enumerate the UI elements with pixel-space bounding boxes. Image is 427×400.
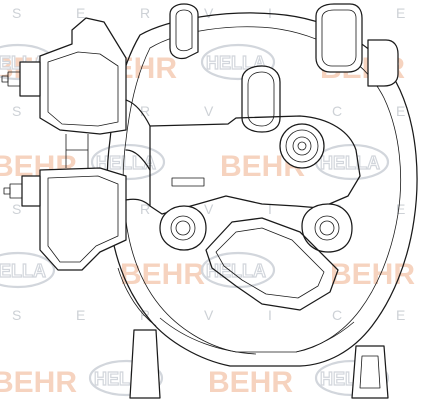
lower-left-mount-hole-inner [175, 220, 191, 236]
wire-harness [125, 99, 151, 207]
service-watermark-letter: E [76, 307, 85, 323]
hella-logo: HELLA [314, 143, 390, 181]
service-watermark-letter: R [140, 5, 150, 21]
left-housing-curve [117, 267, 157, 327]
service-watermark-letter: R [140, 307, 150, 323]
top-right-lug [315, 3, 363, 73]
lower-left-mount-hole [170, 215, 196, 241]
top-lug-inner [175, 9, 193, 52]
hella-watermark: HELLA [0, 261, 46, 281]
plate-clip [171, 177, 205, 187]
top-right-lug-inner [321, 9, 357, 67]
diagonal-rib-inner [215, 227, 325, 299]
service-watermark-letter: V [204, 103, 214, 119]
service-watermark-letter: E [396, 103, 405, 119]
shaft-center [297, 141, 307, 151]
lower-housing-curve [159, 317, 355, 355]
service-watermark-letter: C [332, 103, 342, 119]
lower-connector [39, 167, 127, 271]
hella-logo: HELLA [0, 251, 56, 289]
service-watermark-letter: I [268, 307, 272, 323]
service-watermark-letter: E [396, 5, 405, 21]
lower-connector-terminal [3, 187, 11, 195]
top-boss [241, 65, 281, 133]
shaft-outer [279, 123, 325, 169]
service-watermark-letter: S [12, 307, 21, 323]
service-watermark-letter: S [12, 201, 21, 217]
diagonal-rib [205, 217, 339, 311]
bottom-right-foot-detail [359, 355, 381, 389]
lower-connector-pin [9, 183, 23, 199]
lower-connector-inner [47, 175, 119, 263]
top-lug [169, 3, 199, 60]
lower-right-mount-hole [314, 215, 340, 241]
service-watermark-letter: V [204, 5, 214, 21]
service-watermark-letter: V [204, 201, 214, 217]
shaft-inner [292, 136, 312, 156]
compressor-drawing [1, 3, 418, 399]
lower-right-mount [301, 203, 353, 253]
service-watermark-letter: R [140, 201, 150, 217]
service-watermark-letter: R [140, 103, 150, 119]
bottom-left-foot [129, 329, 161, 399]
bottom-right-foot [351, 345, 389, 399]
right-lug [367, 39, 399, 87]
service-watermark-letter: E [396, 307, 405, 323]
upper-connector-plug [19, 61, 41, 97]
lower-right-mount-hole-inner [319, 220, 335, 236]
hella-watermark: HELLA [320, 153, 380, 173]
service-watermark-letter: V [204, 307, 214, 323]
harness-bracket [65, 134, 89, 168]
lower-connector-plug [21, 175, 41, 207]
service-watermark-letter: S [12, 5, 21, 21]
shaft-middle [285, 129, 319, 163]
service-watermark-letter: C [332, 307, 342, 323]
upper-connector [39, 17, 127, 135]
lower-left-mount [159, 205, 207, 251]
upper-connector-terminal [1, 75, 9, 83]
behr-watermark: BEHR [120, 258, 205, 291]
behr-watermark: BEHR [0, 366, 77, 399]
service-watermark-letter: S [12, 103, 21, 119]
top-boss-inner [247, 71, 275, 127]
rear-plate [149, 115, 361, 215]
service-watermark-letter: E [396, 201, 405, 217]
hella-watermark: HELLA [206, 261, 266, 281]
behr-watermark: BEHR [330, 258, 415, 291]
behr-watermark: BEHR [208, 366, 293, 399]
service-watermark-letter: I [268, 201, 272, 217]
hella-logo: HELLA [200, 251, 276, 289]
service-watermark-letter: E [76, 5, 85, 21]
upper-connector-inner [47, 51, 119, 127]
